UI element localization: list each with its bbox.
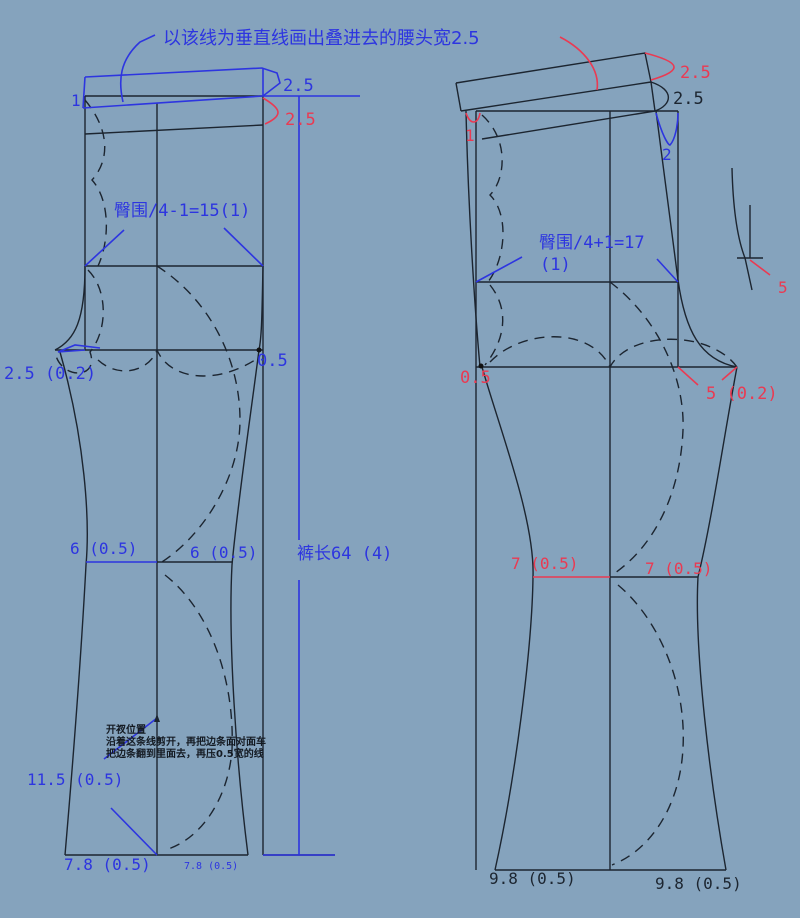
back-panel: [455, 36, 771, 871]
front-hem-right-label: 7.8 (0.5): [184, 861, 239, 872]
slit-note-title: 开衩位置: [106, 725, 146, 736]
back-waist-rise-label: 1: [465, 126, 475, 145]
front-knee-right-label: 6 (0.5): [190, 543, 258, 562]
back-crotch-left-label: 0.5: [460, 368, 491, 388]
front-crotch-extension-label: 2.5 (0.2): [4, 364, 97, 384]
back-knee-right-label: 7 (0.5): [645, 559, 713, 578]
front-side-offset-label: 0.5: [257, 351, 288, 371]
top-annotation: 以该线为垂直线画出叠进去的腰头宽2.5: [163, 28, 480, 49]
back-crotch-extension-label: 5 (0.2): [706, 384, 778, 404]
slit-position-note: 开衩位置 沿着这条线剪开，再把边条面对面车 把边条翻到里面去，再压0.5宽的线: [106, 725, 266, 761]
back-waistband-width-label: 2.5: [680, 63, 711, 83]
back-hip-formula: 臀围/4+1=17: [539, 233, 645, 253]
slit-note-line1: 沿着这条线剪开，再把边条面对面车: [106, 737, 266, 748]
front-knee-left-label: 6 (0.5): [70, 539, 138, 558]
back-waistband-offset-label: 2.5: [673, 89, 704, 109]
slit-note-line2: 把边条翻到里面去，再压0.5宽的线: [106, 749, 264, 760]
back-detail-label: 5: [778, 278, 788, 297]
front-panel: [54, 34, 360, 856]
front-hem-left-label: 7.8 (0.5): [64, 855, 151, 874]
front-waist-rise-label: 1: [71, 91, 81, 110]
back-hip-formula-ease: (1): [540, 255, 571, 275]
front-waistband-drop-label: 2.5: [285, 110, 316, 130]
back-hem-left-label: 9.8 (0.5): [489, 869, 576, 888]
back-dart-label: 2: [662, 145, 672, 164]
front-slit-width-label: 11.5 (0.5): [27, 770, 124, 789]
front-pant-length-label: 裤长64 (4): [297, 544, 393, 564]
front-waistband-width-label: 2.5: [283, 76, 314, 96]
back-hem-right-label: 9.8 (0.5): [655, 874, 742, 893]
front-hip-formula: 臀围/4-1=15(1): [114, 201, 251, 221]
back-knee-left-label: 7 (0.5): [511, 554, 579, 573]
